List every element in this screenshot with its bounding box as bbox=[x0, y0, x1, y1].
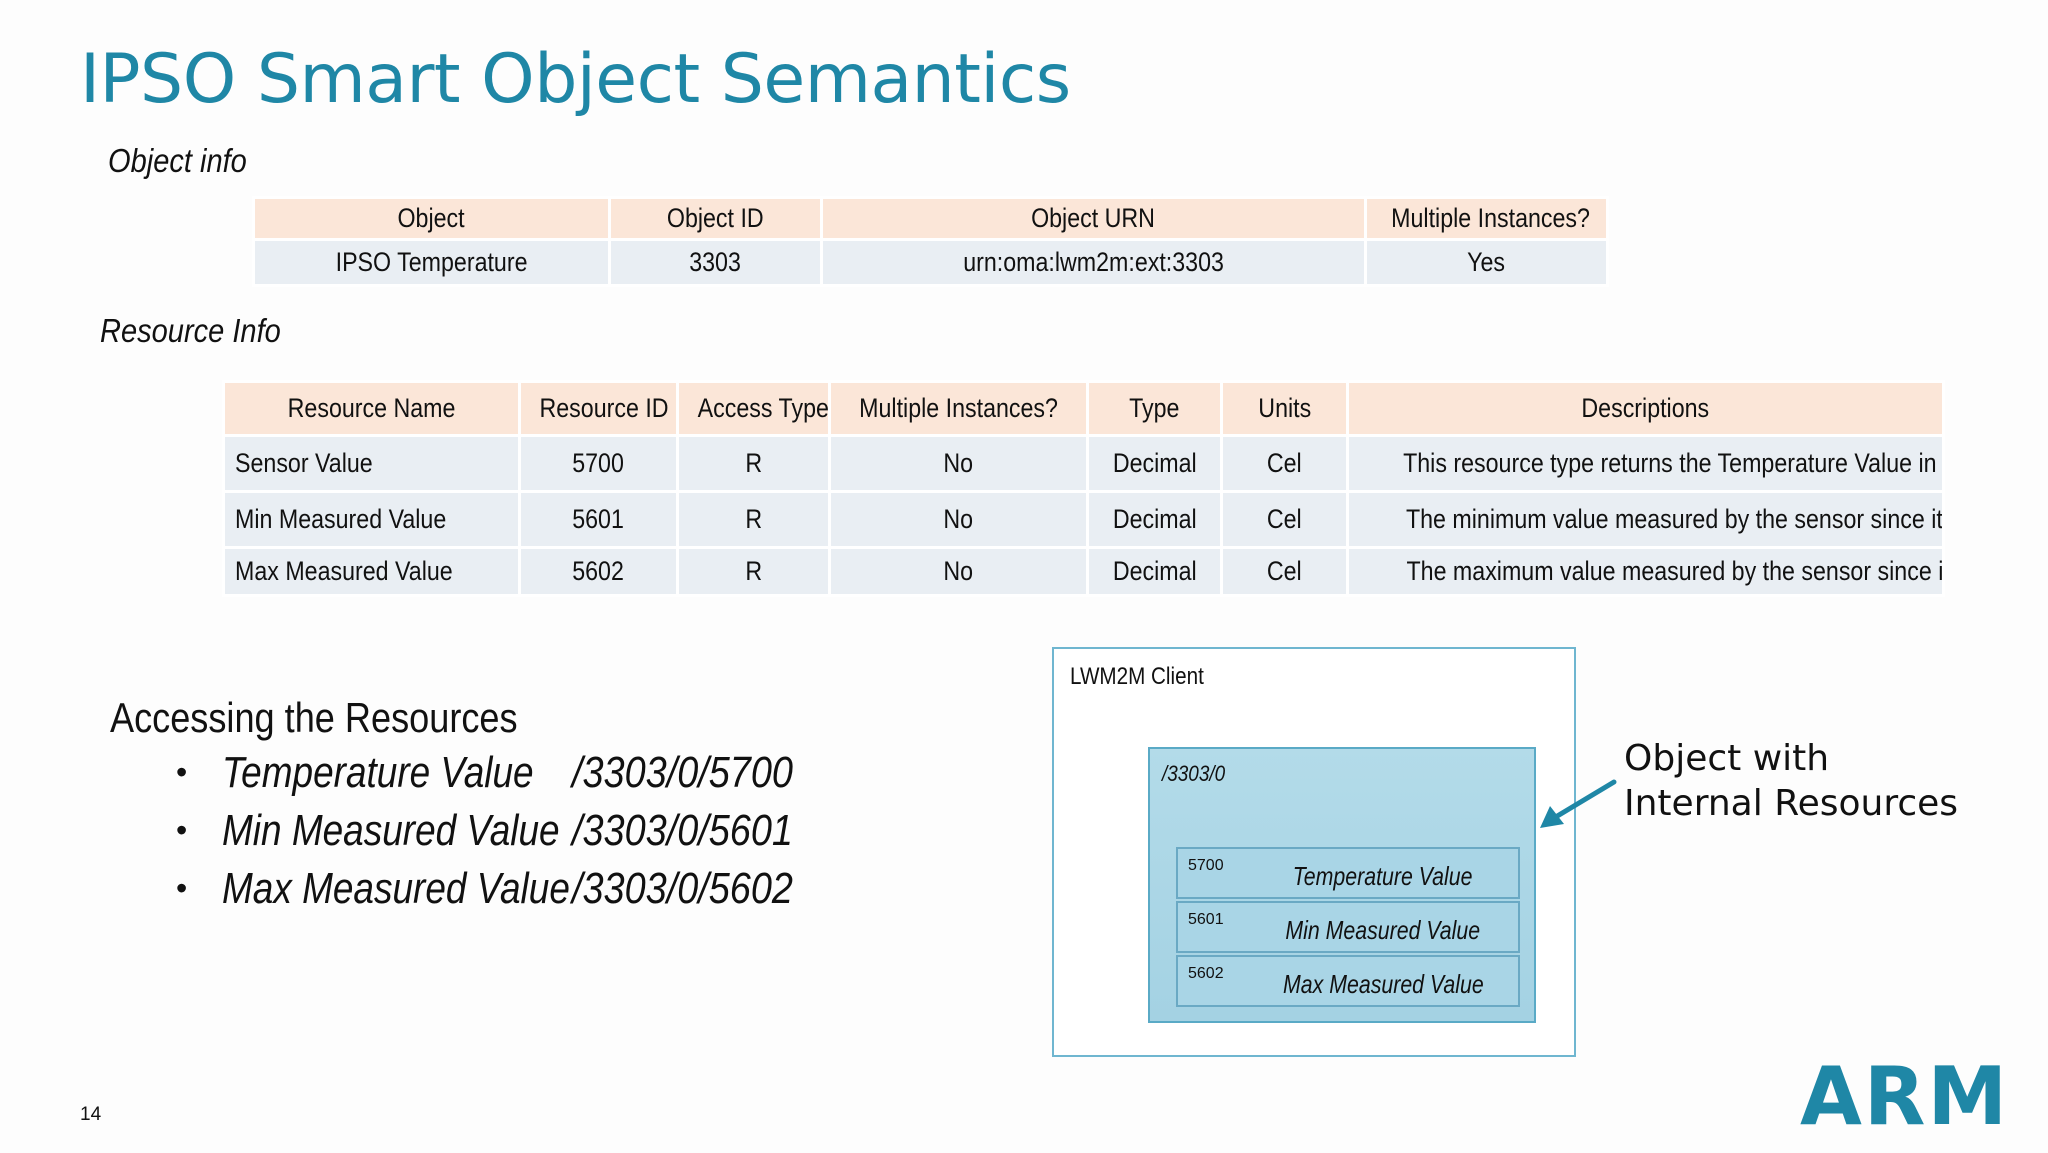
resource-id: 5700 bbox=[1188, 857, 1224, 874]
table-cell: No bbox=[828, 490, 1089, 549]
resource-id: 5601 bbox=[1188, 911, 1224, 928]
column-header: Descriptions bbox=[1346, 380, 1945, 437]
table-cell: Decimal bbox=[1086, 434, 1223, 493]
resource-info-header-row: Resource Name Resource ID Access Type Mu… bbox=[222, 380, 1945, 437]
table-cell: This resource type returns the Temperatu… bbox=[1346, 434, 1945, 493]
object-info-label: Object info bbox=[108, 142, 247, 179]
resource-id: 5602 bbox=[1188, 965, 1224, 982]
table-cell: No bbox=[828, 546, 1089, 597]
access-resource-name: Max Measured Value bbox=[222, 864, 570, 913]
resource-row: 5602 Max Measured Value bbox=[1176, 955, 1520, 1007]
table-cell: No bbox=[828, 434, 1089, 493]
resource-info-table: Resource Name Resource ID Access Type Mu… bbox=[222, 380, 1945, 597]
resource-row: 5700 Temperature Value bbox=[1176, 847, 1520, 899]
callout-line: Internal Resources bbox=[1624, 783, 1959, 824]
callout-arrow-icon bbox=[1540, 779, 1617, 828]
resource-info-label: Resource Info bbox=[100, 312, 281, 349]
access-resource-name: Temperature Value bbox=[222, 748, 534, 797]
table-cell: Cel bbox=[1220, 434, 1349, 493]
page-number: 14 bbox=[80, 1104, 102, 1125]
column-header: Object URN bbox=[820, 196, 1367, 241]
table-cell: Sensor Value bbox=[222, 434, 521, 493]
column-header: Resource ID bbox=[518, 380, 679, 437]
arm-logo: ARM bbox=[1800, 1050, 2010, 1143]
table-row: IPSO Temperature 3303 urn:oma:lwm2m:ext:… bbox=[252, 238, 1609, 287]
table-cell: R bbox=[676, 434, 831, 493]
column-header: Multiple Instances? bbox=[828, 380, 1089, 437]
resource-name: Min Measured Value bbox=[1285, 915, 1481, 945]
callout-text: Object with Internal Resources bbox=[1624, 736, 1958, 826]
bullet-icon: • bbox=[176, 812, 188, 848]
column-header: Multiple Instances? bbox=[1364, 196, 1609, 241]
accessing-title: Accessing the Resources bbox=[110, 694, 518, 741]
access-resource-path: /3303/0/5700 bbox=[572, 748, 793, 797]
callout-line: Object with bbox=[1624, 738, 1830, 779]
table-cell: 5601 bbox=[518, 490, 679, 549]
object-info-header-row: Object Object ID Object URN Multiple Ins… bbox=[252, 196, 1609, 241]
object-info-table: Object Object ID Object URN Multiple Ins… bbox=[252, 196, 1609, 287]
table-cell: Decimal bbox=[1086, 490, 1223, 549]
access-resource-path: /3303/0/5602 bbox=[572, 864, 793, 913]
table-row: Min Measured Value 5601 R No Decimal Cel… bbox=[222, 490, 1945, 549]
table-cell: IPSO Temperature bbox=[252, 238, 611, 287]
table-cell: Yes bbox=[1364, 238, 1609, 287]
column-header: Units bbox=[1220, 380, 1349, 437]
table-cell: Decimal bbox=[1086, 546, 1223, 597]
access-resource-name: Min Measured Value bbox=[222, 806, 560, 855]
bullet-icon: • bbox=[176, 754, 188, 790]
column-header: Object bbox=[252, 196, 611, 241]
column-header: Resource Name bbox=[222, 380, 521, 437]
column-header: Object ID bbox=[608, 196, 823, 241]
access-resource-path: /3303/0/5601 bbox=[572, 806, 793, 855]
page-title: IPSO Smart Object Semantics bbox=[80, 40, 1071, 119]
table-cell: 3303 bbox=[608, 238, 823, 287]
table-cell: Cel bbox=[1220, 546, 1349, 597]
resource-name: Temperature Value bbox=[1293, 861, 1473, 891]
table-cell: The maximum value measured by the sensor… bbox=[1346, 546, 1945, 597]
resource-name: Max Measured Value bbox=[1282, 969, 1484, 999]
table-cell: The minimum value measured by the sensor… bbox=[1346, 490, 1945, 549]
column-header: Access Type bbox=[676, 380, 831, 437]
table-cell: Cel bbox=[1220, 490, 1349, 549]
object-instance-box: /3303/0 5700 Temperature Value 5601 Min … bbox=[1148, 747, 1536, 1023]
resource-row: 5601 Min Measured Value bbox=[1176, 901, 1520, 953]
lwm2m-client-box: LWM2M Client /3303/0 5700 Temperature Va… bbox=[1052, 647, 1576, 1057]
table-row: Sensor Value 5700 R No Decimal Cel This … bbox=[222, 434, 1945, 493]
table-cell: R bbox=[676, 546, 831, 597]
column-header: Type bbox=[1086, 380, 1223, 437]
table-cell: Min Measured Value bbox=[222, 490, 521, 549]
table-cell: R bbox=[676, 490, 831, 549]
table-cell: Max Measured Value bbox=[222, 546, 521, 597]
instance-label: /3303/0 bbox=[1162, 761, 1226, 786]
table-cell: urn:oma:lwm2m:ext:3303 bbox=[820, 238, 1367, 287]
table-row: Max Measured Value 5602 R No Decimal Cel… bbox=[222, 546, 1945, 597]
bullet-icon: • bbox=[176, 870, 188, 906]
table-cell: 5700 bbox=[518, 434, 679, 493]
client-label: LWM2M Client bbox=[1070, 663, 1204, 690]
table-cell: 5602 bbox=[518, 546, 679, 597]
